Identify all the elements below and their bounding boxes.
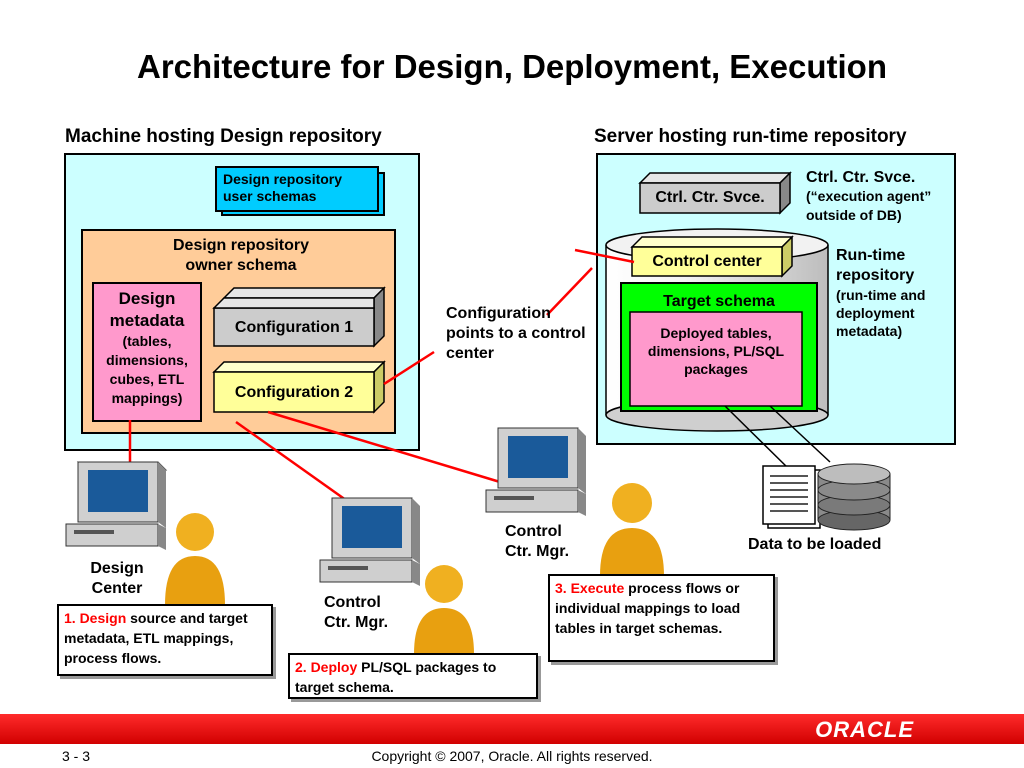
page-title: Architecture for Design, Deployment, Exe… xyxy=(137,48,887,85)
ccm-b-label: Control Ctr. Mgr. xyxy=(505,522,569,562)
owner-schema-line2: owner schema xyxy=(185,257,297,274)
svce-note-line1: Ctrl. Ctr. Svce. xyxy=(806,169,916,186)
database-icon xyxy=(817,463,891,531)
data-to-load-label: Data to be loaded xyxy=(748,536,882,553)
svce-note: Ctrl. Ctr. Svce. (“execution agent” outs… xyxy=(806,168,931,225)
user-schemas-box: Design repository user schemas xyxy=(215,166,379,212)
svce-note-line2: (“execution agent” xyxy=(806,188,932,204)
ccm-a-line1: Control xyxy=(324,594,381,611)
owner-schema-line1: Design repository xyxy=(172,237,310,254)
step3-text: process flows or individual mappings to … xyxy=(555,580,741,636)
person-icon xyxy=(165,513,225,605)
oracle-logo: ORACLE xyxy=(815,717,914,742)
config2-box xyxy=(212,360,386,414)
data-lines xyxy=(724,405,831,471)
footer-bar xyxy=(0,714,1024,744)
config1-label: Configuration 1 xyxy=(234,319,354,336)
design-center-line2: Center xyxy=(91,580,143,597)
step3-note: 3. Execute process flows or individual m… xyxy=(548,574,775,662)
ccm-a-label: Control Ctr. Mgr. xyxy=(324,593,388,633)
metadata-line1: Design xyxy=(118,289,176,308)
design-machine-header: Machine hosting Design repository xyxy=(65,126,382,147)
design-center-line1: Design xyxy=(90,560,144,577)
runtime-line2: repository xyxy=(836,267,915,284)
deployed-label: Deployed tables, dimensions, PL/SQL pack… xyxy=(647,325,785,377)
step2-note: 2. Deploy PL/SQL packages to target sche… xyxy=(288,653,538,699)
page-number: 3 - 3 xyxy=(62,748,91,764)
computer-icon xyxy=(65,461,168,550)
step1-note: 1. Design source and target metadata, ET… xyxy=(57,604,273,676)
design-metadata-box: Design metadata (tables, dimensions, cub… xyxy=(92,282,202,422)
step1-text: source and target metadata, ETL mappings… xyxy=(64,610,248,666)
step2-text: PL/SQL packages to target schema. xyxy=(295,659,497,695)
step1-title: 1. Design xyxy=(64,610,127,626)
document-icon xyxy=(762,465,821,529)
red-connectors xyxy=(128,248,635,512)
svce-note-line3: outside of DB) xyxy=(806,207,902,223)
runtime-line1: Run-time xyxy=(836,247,906,264)
deployed-box xyxy=(629,311,803,407)
step3-title: 3. Execute xyxy=(555,580,625,596)
owner-schema-label: Design repository owner schema xyxy=(81,236,401,276)
control-center-label: Control center xyxy=(652,253,762,270)
ccm-a-line2: Ctr. Mgr. xyxy=(324,614,389,631)
ccm-b-line1: Control xyxy=(505,523,562,540)
computer-icon xyxy=(485,427,586,516)
svce-box xyxy=(638,171,792,215)
ccm-b-line2: Ctr. Mgr. xyxy=(505,543,570,560)
metadata-detail: (tables, dimensions, cubes, ETL mappings… xyxy=(106,333,188,406)
computer-icon xyxy=(319,497,420,586)
user-schemas-label: Design repository user schemas xyxy=(223,171,343,204)
svce-box-label: Ctrl. Ctr. Svce. xyxy=(655,189,765,206)
metadata-line2: metadata xyxy=(109,311,185,330)
config2-label: Configuration 2 xyxy=(234,384,354,401)
config-note: Configuration points to a control center xyxy=(446,305,586,362)
server-header: Server hosting run-time repository xyxy=(594,126,907,147)
runtime-detail: (run-time and deployment metadata) xyxy=(836,287,926,339)
target-schema-label: Target schema xyxy=(663,293,775,310)
person-icon xyxy=(600,483,664,576)
runtime-note: Run-time repository (run-time and deploy… xyxy=(836,246,956,340)
person-icon xyxy=(414,565,474,654)
copyright: Copyright © 2007, Oracle. All rights res… xyxy=(371,748,653,764)
step2-title: 2. Deploy xyxy=(295,659,358,675)
design-center-label: Design Center xyxy=(72,559,162,599)
config1-box xyxy=(212,286,386,348)
